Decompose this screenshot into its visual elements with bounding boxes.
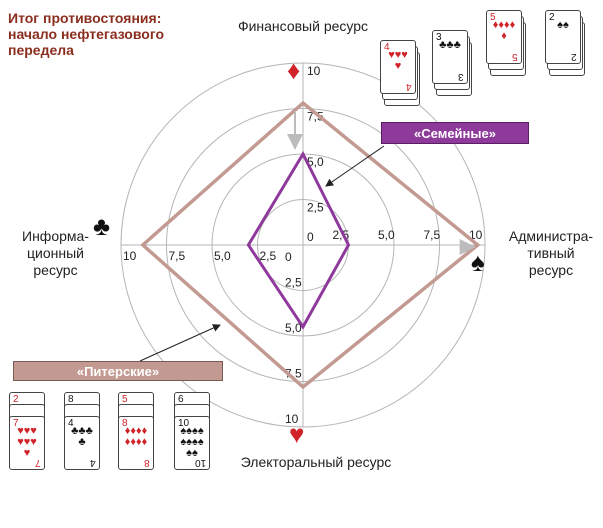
card-piterskie-3: 10♠♠♠♠♠♠♠♠♠♠10 <box>174 416 210 470</box>
card-piterskie-1: 4♣♣♣♣4 <box>64 416 100 470</box>
card-rank: 5 <box>490 12 496 23</box>
tick-label-top-2: 5,0 <box>307 155 324 169</box>
card-pips: ♥♥♥♥ <box>388 49 408 72</box>
card-rank: 4 <box>384 42 390 53</box>
card-pips: ♠♠♠♠♠♠♠♠♠♠ <box>180 425 204 459</box>
card-rank: 10 <box>178 418 190 429</box>
suit-icon-hearts: ♥ <box>289 419 304 449</box>
tick-label-left-4: 10 <box>123 249 137 263</box>
tick-label-bottom-4: 10 <box>285 412 299 426</box>
tick-label-zero-b: 0 <box>285 250 292 264</box>
axis-label-financial: Финансовый ресурс <box>237 18 369 34</box>
axis-label-informational: Информа- ционный ресурс <box>22 228 89 278</box>
card-piterskie-2: 8♦♦♦♦♦♦♦♦8 <box>118 416 154 470</box>
card-rank-bottom: 8 <box>144 457 150 468</box>
card-pips: ♠♠ <box>557 19 569 31</box>
card-semeinye-2: 5♦♦♦♦♦5 <box>486 10 522 64</box>
pointer-piterskie <box>139 324 221 362</box>
card-rank: 4 <box>68 418 74 429</box>
legend-semeinye: «Семейные» <box>381 122 529 144</box>
card-rank: 2 <box>13 394 19 405</box>
tick-label-top-3: 7,5 <box>307 110 324 124</box>
tick-label-top-4: 10 <box>307 64 321 78</box>
tick-label-bottom-1: 2,5 <box>285 276 302 290</box>
tick-label-right-3: 7,5 <box>424 228 441 242</box>
card-pips: ♦♦♦♦♦ <box>492 19 516 42</box>
card-rank-bottom: 5 <box>512 51 518 62</box>
card-rank-bottom: 4 <box>406 81 412 92</box>
tick-label-left-2: 5,0 <box>214 249 231 263</box>
card-rank: 7 <box>13 418 19 429</box>
tick-label-zero-a: 0 <box>307 230 314 244</box>
tick-label-top-1: 2,5 <box>307 201 324 215</box>
chart-title: Итог противостояния: начало нефтегазовог… <box>8 10 165 58</box>
card-rank-bottom: 3 <box>458 71 464 82</box>
card-pips: ♦♦♦♦♦♦♦♦ <box>124 425 148 448</box>
tick-label-right-2: 5,0 <box>378 228 395 242</box>
tick-label-left-3: 7,5 <box>169 249 186 263</box>
card-semeinye-1: 3♣♣♣3 <box>432 30 468 84</box>
series-semeinye-polygon <box>246 150 351 330</box>
axis-label-administrative: Администра- тивный ресурс <box>508 228 594 278</box>
suit-icon-diamonds: ♦ <box>287 55 300 85</box>
series-piterskie-polygon <box>140 100 481 390</box>
suit-icon-spades: ♠ <box>471 247 485 277</box>
tick-label-bottom-2: 5,0 <box>285 321 302 335</box>
card-semeinye-0: 4♥♥♥♥4 <box>380 40 416 94</box>
card-rank-bottom: 7 <box>35 457 41 468</box>
suit-icon-clubs: ♣ <box>93 211 110 241</box>
legend-piterskie: «Питерские» <box>13 361 223 381</box>
card-pips: ♣♣♣♣ <box>71 425 93 448</box>
card-rank-bottom: 2 <box>571 51 577 62</box>
card-rank: 5 <box>122 394 128 405</box>
card-rank-bottom: 10 <box>194 457 206 468</box>
card-piterskie-0: 7♥♥♥♥♥♥♥7 <box>9 416 45 470</box>
card-pips: ♣♣♣ <box>439 39 461 51</box>
card-rank: 8 <box>122 418 128 429</box>
card-rank: 8 <box>68 394 74 405</box>
card-rank: 2 <box>549 12 555 23</box>
axis-label-electoral: Электоральный ресурс <box>240 454 392 470</box>
tick-label-left-1: 2,5 <box>260 249 277 263</box>
pointer-semeinye <box>325 145 385 187</box>
card-rank: 3 <box>436 32 442 43</box>
card-pips: ♥♥♥♥♥♥♥ <box>17 425 37 459</box>
card-rank-bottom: 4 <box>90 457 96 468</box>
card-rank: 6 <box>178 394 184 405</box>
card-semeinye-3: 2♠♠2 <box>545 10 581 64</box>
